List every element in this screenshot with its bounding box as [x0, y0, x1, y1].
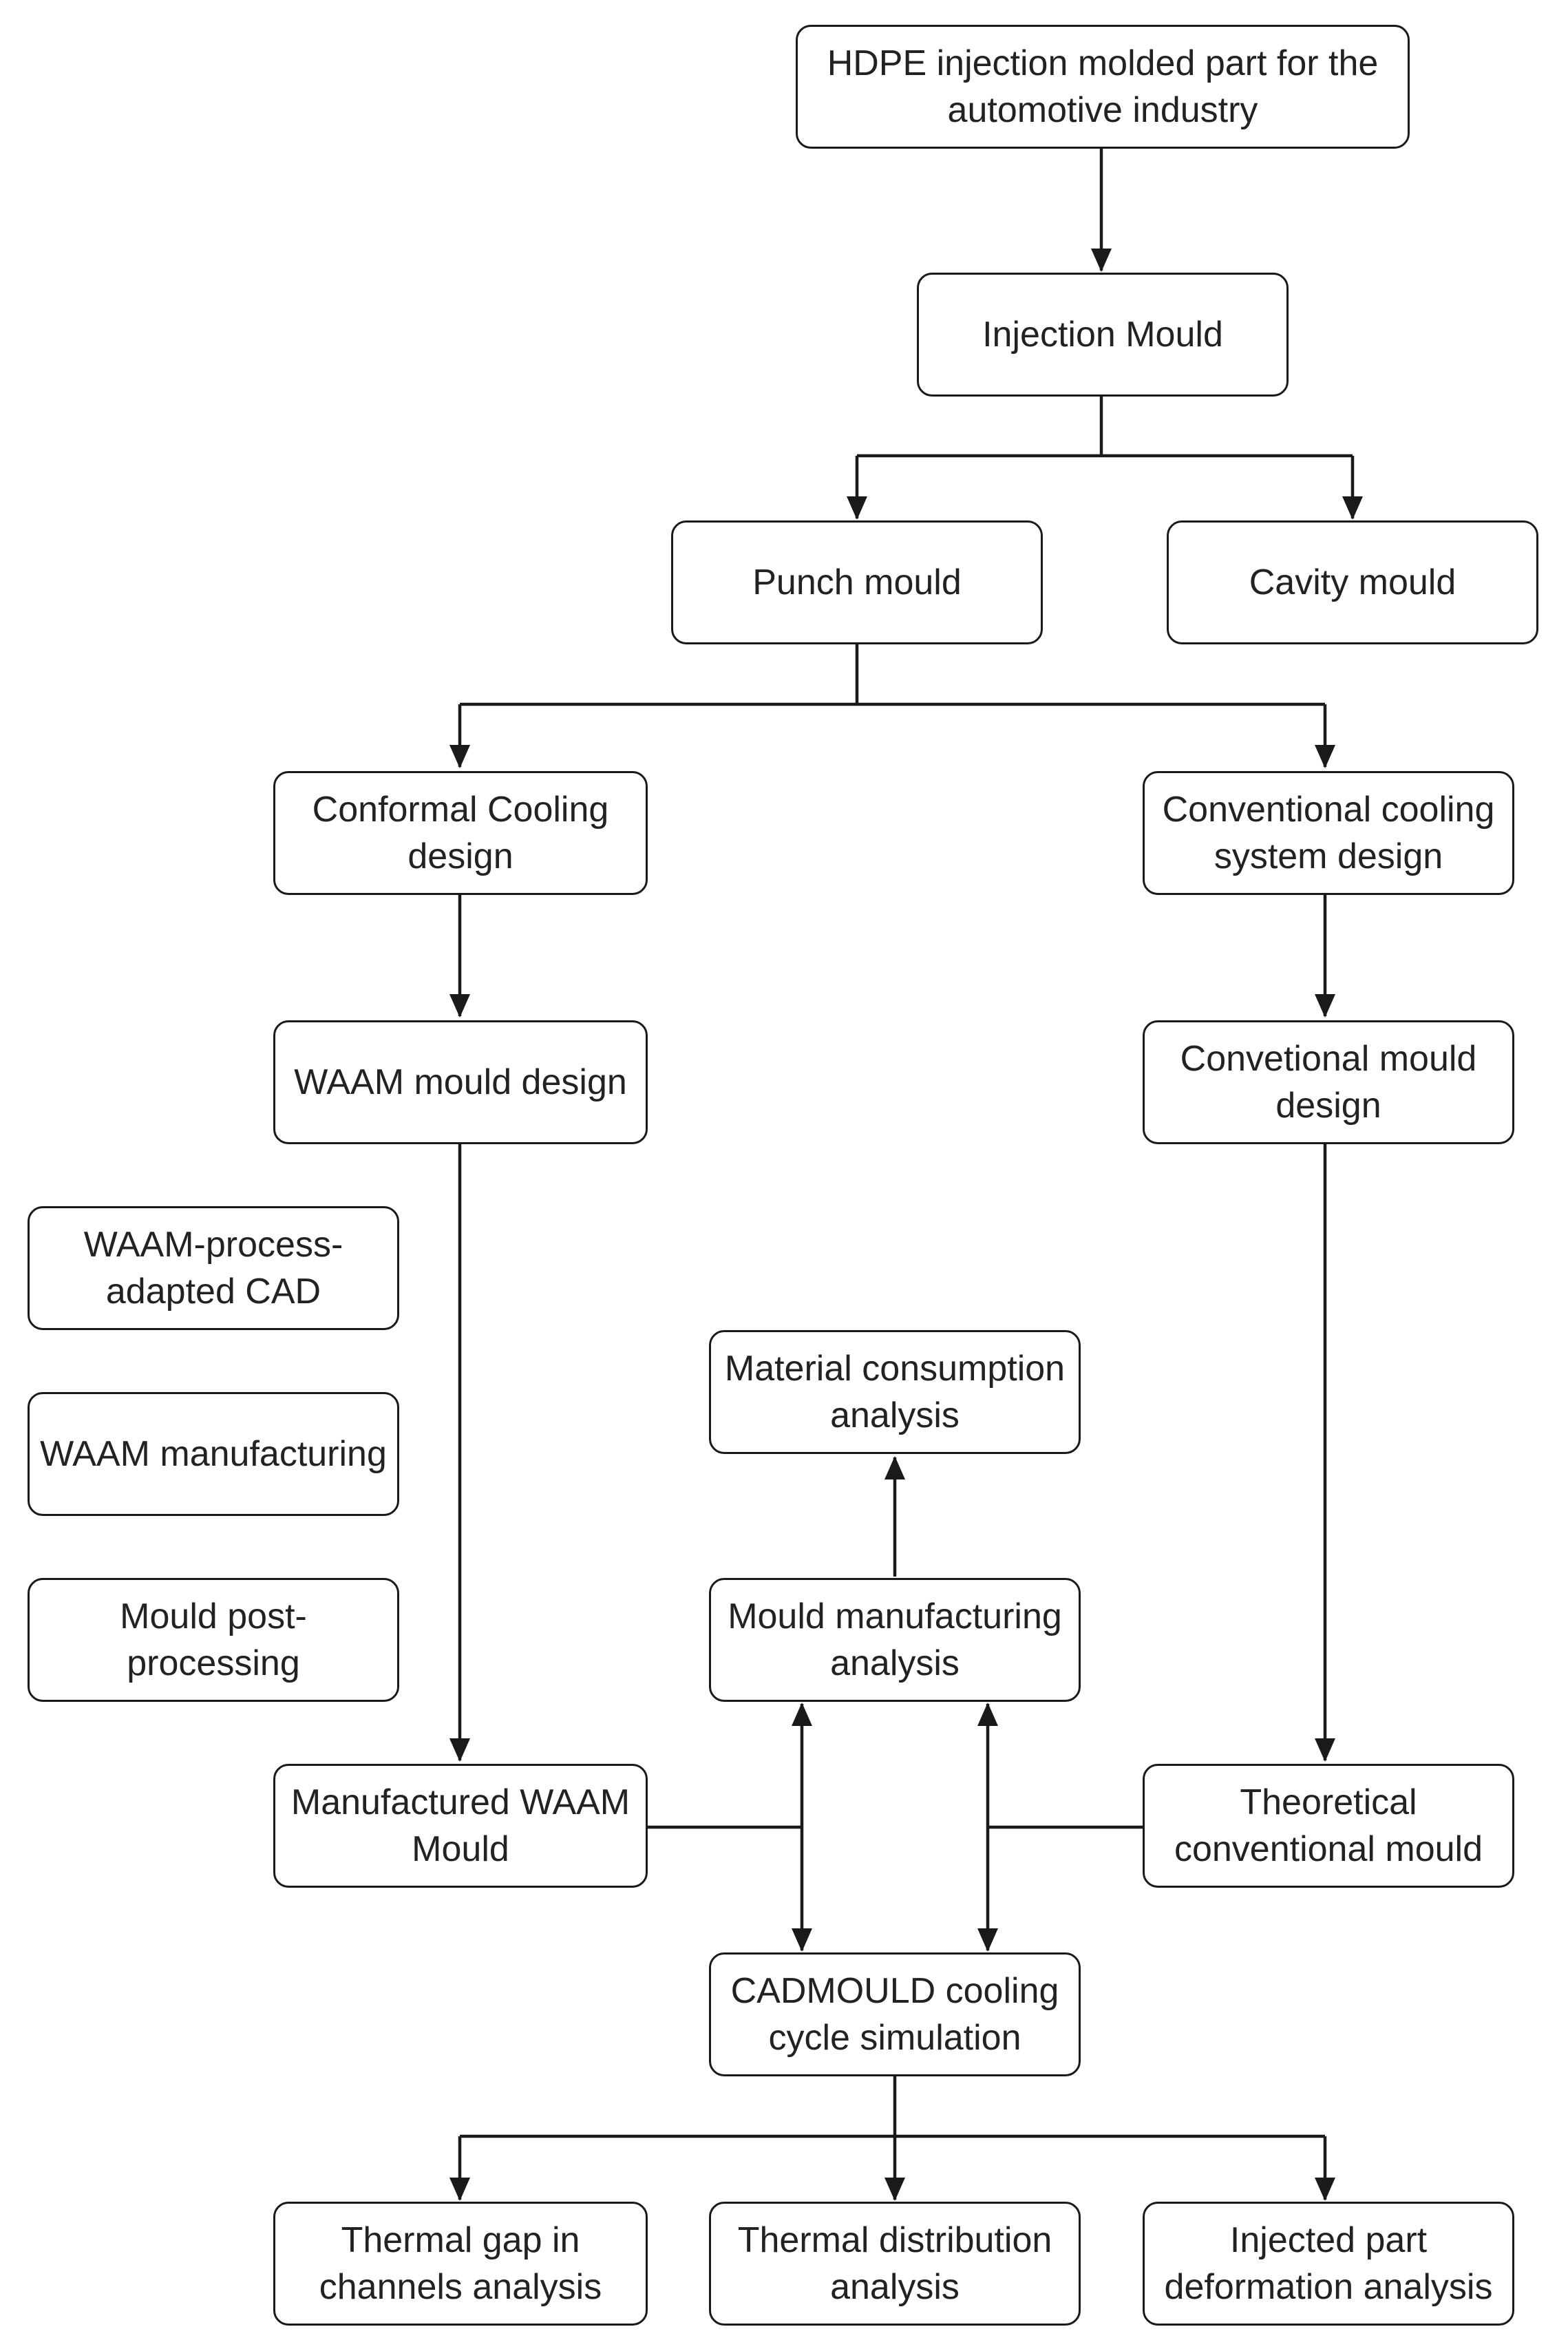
thermal-distribution-analysis-node: Thermal distribution analysis [709, 2202, 1081, 2326]
manufactured-waam-mould-node: Manufactured WAAM Mould [273, 1764, 648, 1888]
conventional-mould-design-node: Convetional mould design [1143, 1020, 1514, 1144]
punch-mould-node: Punch mould [671, 520, 1043, 644]
waam-manufacturing-node: WAAM manufacturing [28, 1392, 399, 1516]
connector-punch-mould-split [460, 644, 1325, 706]
hdpe-part-node: HDPE injection molded part for the autom… [796, 25, 1410, 149]
injection-mould-node: Injection Mould [917, 273, 1289, 397]
part-deformation-analysis-node: Injected part deformation analysis [1143, 2202, 1514, 2326]
connector-injection-mould-split [857, 397, 1353, 458]
conformal-cooling-design-node: Conformal Cooling design [273, 771, 648, 895]
waam-process-adapted-cad-node: WAAM-process-adapted CAD [28, 1206, 399, 1330]
thermal-gap-analysis-node: Thermal gap in channels analysis [273, 2202, 648, 2326]
theoretical-conventional-mould-node: Theoretical conventional mould [1143, 1764, 1514, 1888]
mould-manufacturing-analysis-node: Mould manufacturing analysis [709, 1578, 1081, 1702]
cadmould-simulation-node: CADMOULD cooling cycle simulation [709, 1952, 1081, 2076]
connector-cadmould-split [460, 2076, 1325, 2138]
mould-post-processing-node: Mould post-processing [28, 1578, 399, 1702]
material-consumption-analysis-node: Material consumption analysis [709, 1330, 1081, 1454]
waam-mould-design-node: WAAM mould design [273, 1020, 648, 1144]
cavity-mould-node: Cavity mould [1167, 520, 1538, 644]
conventional-cooling-design-node: Conventional cooling system design [1143, 771, 1514, 895]
